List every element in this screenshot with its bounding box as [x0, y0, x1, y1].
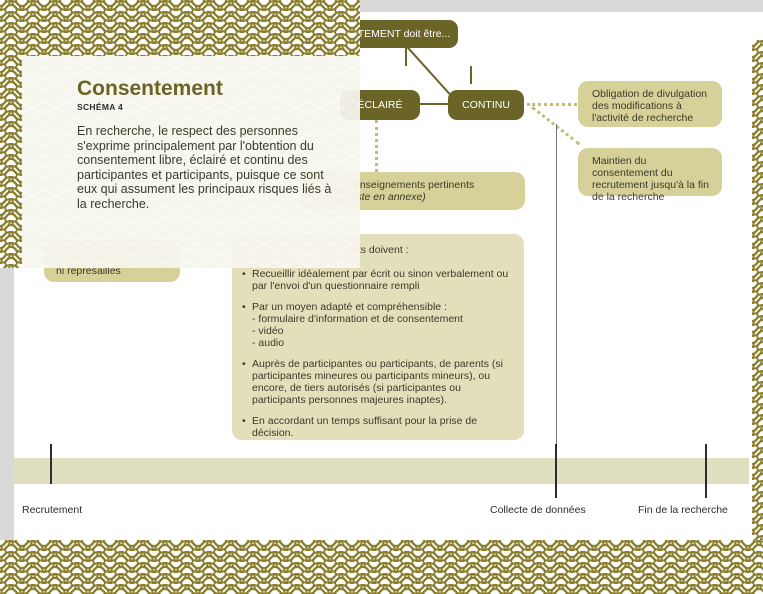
node-eclaire-label: ÉCLAIRÉ — [357, 99, 403, 111]
methods-item-text: En accordant un temps suffisant pour la … — [252, 415, 478, 439]
connector-continu-vertical — [470, 66, 472, 84]
eclaire-info-line-2: iste en annexe) — [354, 191, 426, 203]
methods-item: En accordant un temps suffisant pour la … — [242, 415, 517, 439]
page-subtitle: SCHÉMA 4 — [77, 102, 124, 112]
header-overlay: Consentement SCHÉMA 4 En recherche, le r… — [0, 0, 360, 268]
methods-item: Auprès de participantes ou participants,… — [242, 358, 517, 406]
timeline-tick-recrutement — [50, 444, 52, 484]
eclaire-info-line-1: enseignements pertinents — [354, 179, 475, 191]
methods-subitem: - vidéo — [252, 325, 284, 337]
continu-item-2-text: Maintien du consentement du recrutement … — [592, 155, 709, 203]
timeline-tick-fin — [705, 444, 707, 498]
timeline-label-recrutement: Recrutement — [22, 504, 83, 516]
dotted-connector-continu-right — [527, 103, 577, 106]
methods-heading: nts doivent : — [352, 244, 409, 256]
dotted-connector-eclaire-down — [375, 120, 378, 172]
header-panel — [22, 56, 360, 268]
timeline-tick-collecte — [555, 444, 557, 498]
intro-text: En recherche, le respect des personnes s… — [77, 124, 332, 211]
timeline-label-fin: Fin de la recherche — [638, 504, 728, 516]
methods-list: Recueillir idéalement par écrit ou sinon… — [242, 268, 517, 448]
node-continu: CONTINU — [448, 90, 524, 120]
node-continu-label: CONTINU — [462, 99, 510, 111]
connector-root-down — [405, 46, 407, 66]
methods-item-text: Recueillir idéalement par écrit ou sinon… — [252, 268, 509, 292]
root-node-label: TEMENT doit être... — [357, 28, 451, 40]
methods-subitem: - formulaire d'information et de consent… — [252, 313, 463, 325]
methods-subitem: - audio — [252, 337, 285, 349]
collecte-divider — [556, 124, 557, 484]
timeline-label-collecte: Collecte de données — [490, 504, 586, 516]
scallop-border-right — [752, 40, 763, 540]
timeline-band — [14, 458, 749, 484]
continu-item-2: Maintien du consentement du recrutement … — [578, 148, 722, 203]
page-title: Consentement — [77, 77, 223, 100]
continu-item-1-text: Obligation de divulgation des modificati… — [592, 88, 707, 124]
libre-box-text: ni représailles — [56, 265, 121, 277]
methods-item: Par un moyen adapté et compréhensible :-… — [242, 301, 517, 349]
methods-item-text: Auprès de participantes ou participants,… — [252, 358, 503, 406]
root-node: TEMENT doit être... — [350, 20, 458, 48]
methods-item-text: Par un moyen adapté et compréhensible : — [252, 301, 447, 313]
continu-item-1: Obligation de divulgation des modificati… — [578, 81, 722, 127]
methods-item: Recueillir idéalement par écrit ou sinon… — [242, 268, 517, 292]
methods-box: nts doivent : Recueillir idéalement par … — [232, 234, 524, 440]
scallop-border-bottom — [0, 540, 763, 594]
